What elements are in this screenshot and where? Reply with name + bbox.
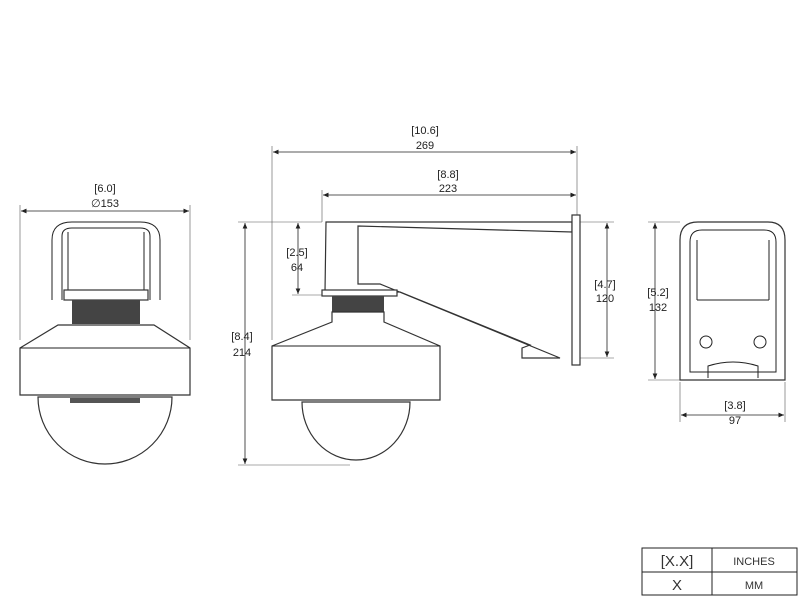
threads	[72, 300, 140, 324]
camera-housing	[19, 324, 191, 396]
camera-dome-side	[301, 401, 411, 461]
legend-inches-symbol: [X.X]	[661, 553, 694, 570]
back-width-mm-label: 97	[729, 415, 741, 427]
arm-length-in-label: [8.8]	[437, 169, 458, 181]
camera-housing-side	[271, 311, 441, 401]
plate-height-in-label: [4.7]	[594, 279, 615, 291]
pendant-height-mm-label: 64	[291, 262, 303, 274]
wall-plate	[571, 214, 581, 366]
side-view: [10.6] 269 [8.8] 223 [8.4] 214 [2.5] 64 …	[231, 125, 616, 466]
overall-height-mm-label: 214	[233, 347, 251, 359]
overall-length-mm-label: 269	[416, 140, 434, 152]
overall-length-in-label: [10.6]	[411, 125, 439, 137]
camera-dome	[37, 396, 173, 465]
bracket-mount	[51, 221, 161, 300]
units-legend: [X.X] INCHES X MM	[641, 547, 798, 596]
back-width-in-label: [3.8]	[724, 400, 745, 412]
legend-mm-symbol: X	[672, 577, 682, 594]
front-view: [6.0] ∅153	[19, 183, 191, 465]
back-height-in-label: [5.2]	[647, 287, 668, 299]
width-mm-label: ∅153	[91, 198, 119, 210]
overall-height-in-label: [8.4]	[231, 331, 252, 343]
back-view: [5.2] 132 [3.8] 97	[647, 221, 786, 427]
legend-inches-label: INCHES	[733, 556, 775, 568]
legend-mm-label: MM	[745, 580, 763, 592]
wall-plate-back	[679, 221, 786, 381]
pendant-height-in-label: [2.5]	[286, 247, 307, 259]
plate-height-mm-label: 120	[596, 293, 614, 305]
arm-length-mm-label: 223	[439, 183, 457, 195]
back-height-mm-label: 132	[649, 302, 667, 314]
width-in-label: [6.0]	[94, 183, 115, 195]
